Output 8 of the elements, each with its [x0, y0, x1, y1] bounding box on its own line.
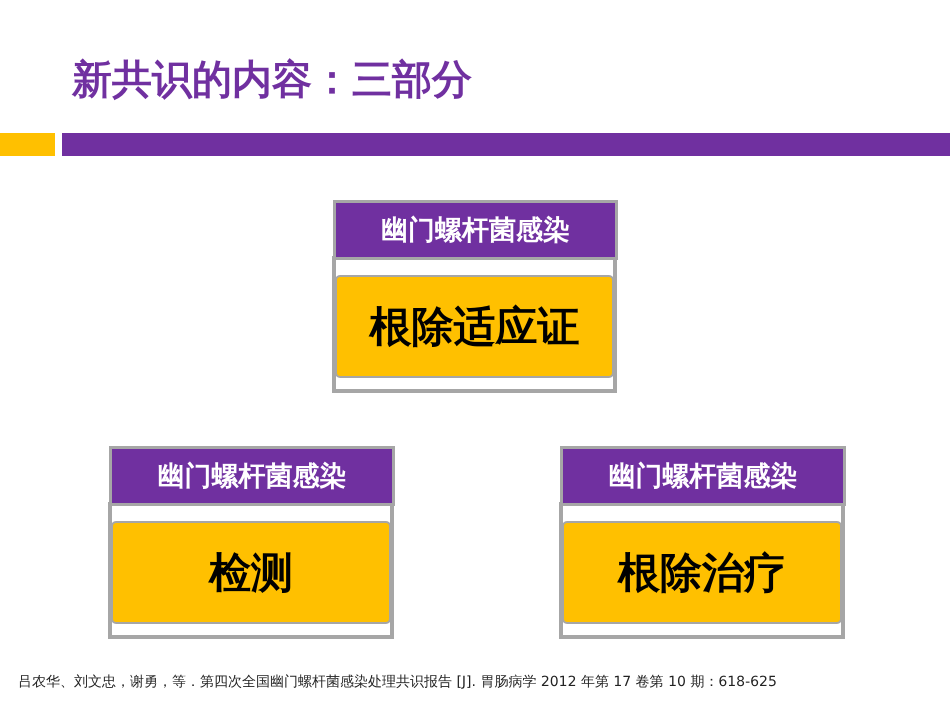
slide-title: 新共识的内容：三部分: [72, 56, 472, 105]
topic-box: 检测: [111, 521, 391, 624]
topic-box: 根除治疗: [562, 521, 842, 624]
header-band: 幽门螺杆菌感染: [333, 200, 618, 260]
header-band: 幽门螺杆菌感染: [560, 446, 846, 506]
reference-note: 吕农华、刘文忠，谢勇，等．第四次全国幽门螺杆菌感染处理共识报告 [J]. 胃肠病学 2012 年第 17 卷第 10 期：618-625: [18, 673, 778, 692]
header-band: 幽门螺杆菌感染: [109, 446, 395, 506]
topic-box: 根除适应证: [335, 275, 614, 378]
